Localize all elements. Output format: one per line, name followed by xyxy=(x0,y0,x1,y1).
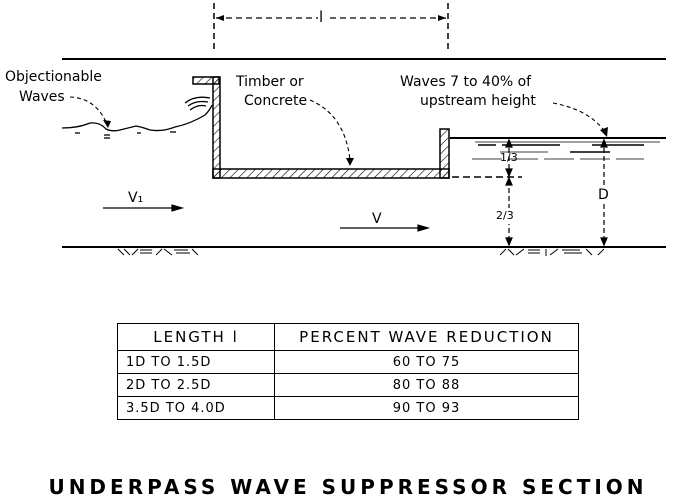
objectionable-waves-label-line2: Waves xyxy=(19,89,65,105)
ground-hatch-right xyxy=(499,248,605,256)
objectionable-waves-surface xyxy=(61,96,213,139)
waves-reduced-label-line1: Waves 7 to 40% of xyxy=(400,74,532,90)
two-thirds-depth-label: 2/3 xyxy=(496,208,514,224)
reduction-cell: 60 TO 75 xyxy=(274,350,579,374)
wave-suppressor-section-drawing xyxy=(61,3,666,256)
timber-or-concrete-label-line2: Concrete xyxy=(244,93,308,109)
leader-arrows xyxy=(69,96,606,161)
length-cell: 1D TO 1.5D xyxy=(117,350,275,374)
timber-or-concrete-label-line1: Timber or xyxy=(236,74,304,90)
table-row: 2D TO 2.5D 80 TO 88 xyxy=(117,373,579,397)
length-cell: 3.5D TO 4.0D xyxy=(117,396,275,420)
depth-dimensions xyxy=(505,138,608,247)
reduction-cell: 90 TO 93 xyxy=(274,396,579,420)
dimension-length-label: l xyxy=(319,8,324,26)
velocity-arrows xyxy=(103,204,431,232)
figure-title: UNDERPASS WAVE SUPPRESSOR SECTION xyxy=(48,475,648,499)
reduction-cell: 80 TO 88 xyxy=(274,373,579,397)
downstream-velocity-label: V xyxy=(372,211,382,227)
table-row: 1D TO 1.5D 60 TO 75 xyxy=(117,350,579,374)
wave-reduction-table: LENGTH l PERCENT WAVE REDUCTION 1D TO 1.… xyxy=(117,323,579,420)
suppressor-structure xyxy=(192,76,450,179)
downstream-water-surface xyxy=(450,137,666,160)
table-row: 3.5D TO 4.0D 90 TO 93 xyxy=(117,396,579,420)
one-third-depth-label: 1/3 xyxy=(500,151,518,164)
depth-label: D xyxy=(598,187,609,203)
waves-reduced-label-line2: upstream height xyxy=(420,93,536,109)
upstream-velocity-label: V₁ xyxy=(128,190,144,206)
length-cell: 2D TO 2.5D xyxy=(117,373,275,397)
header-percent-reduction: PERCENT WAVE REDUCTION xyxy=(274,323,579,351)
objectionable-waves-label-line1: Objectionable xyxy=(5,69,102,85)
length-dimension xyxy=(213,3,449,52)
table-header-row: LENGTH l PERCENT WAVE REDUCTION xyxy=(117,323,579,351)
header-length: LENGTH l xyxy=(117,323,275,351)
ground-hatch-left xyxy=(117,248,199,256)
